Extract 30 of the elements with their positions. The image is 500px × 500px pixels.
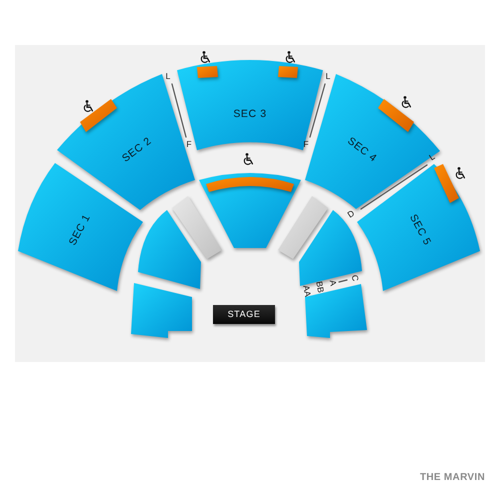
row-letter: F [186, 140, 192, 148]
stage: STAGE [213, 305, 275, 324]
accessible-seating-area [434, 164, 459, 203]
row-letter: C [350, 274, 360, 282]
row-letter: L [166, 72, 170, 80]
row-letter: BB [314, 280, 326, 294]
accessible-seating-area [206, 177, 294, 192]
section-label: SEC 1 [68, 212, 92, 248]
row-letter: AA [302, 284, 312, 298]
seating-section [138, 210, 201, 289]
row-letter: F [303, 140, 309, 148]
seating-section [131, 283, 192, 338]
row-letter: D [346, 208, 356, 220]
aisle-block [278, 196, 328, 259]
row-letter: L [428, 152, 436, 162]
seating-section [57, 74, 195, 210]
section-label: SEC 2 [120, 136, 154, 164]
section-label: SEC 4 [346, 136, 378, 164]
row-letter: A [328, 279, 338, 287]
accessible-seating-area [378, 99, 414, 132]
accessible-seating-area [197, 66, 218, 78]
row-letter: L [326, 72, 330, 80]
seating-section [177, 60, 323, 150]
aisle-block [172, 196, 222, 259]
accessible-seating-area [80, 99, 117, 132]
section-label: SEC 5 [408, 212, 432, 248]
venue-name: THE MARVIN [420, 472, 485, 483]
accessible-seating-area [278, 66, 298, 78]
section-label: SEC 3 [233, 108, 267, 120]
seating-section [305, 74, 440, 209]
